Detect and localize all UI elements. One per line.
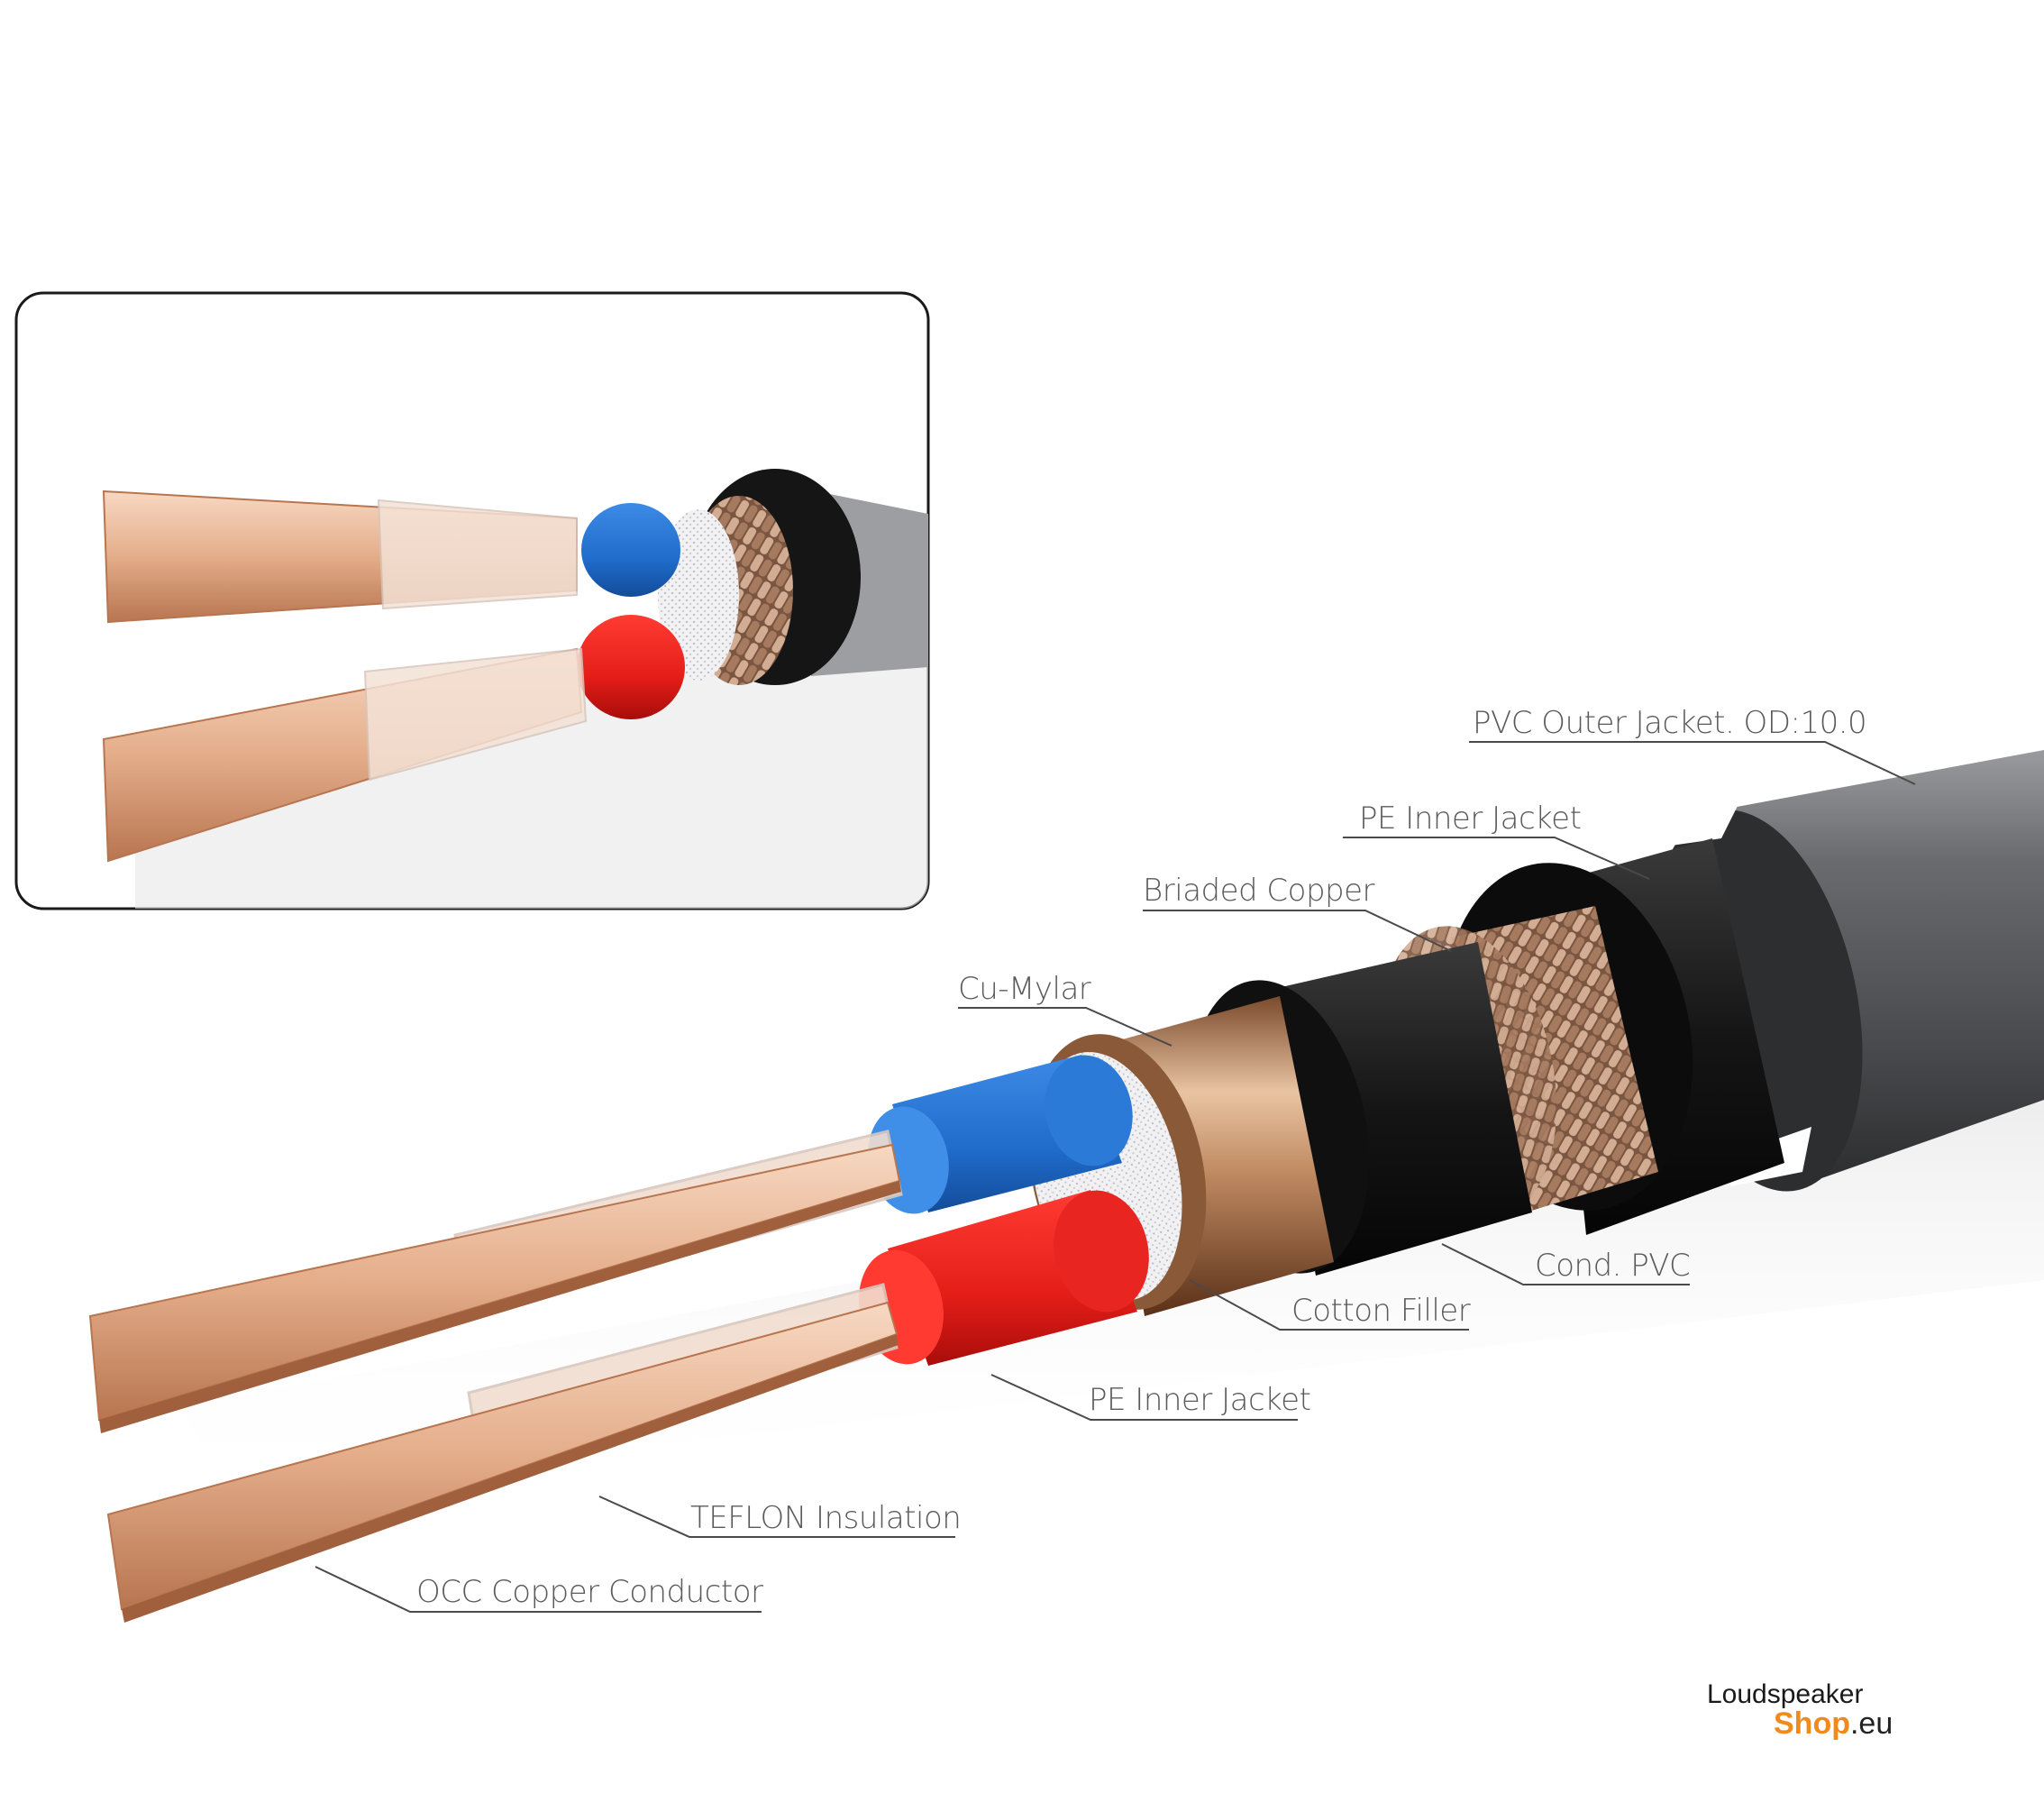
label-teflon-insulation: TEFLON Insulation xyxy=(690,1500,962,1536)
label-pe-inner-jacket-bottom: PE Inner Jacket xyxy=(1089,1382,1311,1418)
leader-cu-mylar xyxy=(958,1007,1173,1047)
label-cond-pvc: Cond. PVC xyxy=(1535,1248,1691,1284)
inset-teflon-lower xyxy=(363,647,588,782)
brand-line2: Shop.eu xyxy=(1774,1707,1893,1740)
label-cotton-filler: Cotton Filler xyxy=(1291,1293,1471,1329)
brand-line1: Loudspeaker xyxy=(1707,1679,1864,1709)
leader-cond-pvc xyxy=(1441,1243,1690,1285)
label-cu-mylar: Cu-Mylar xyxy=(958,971,1091,1007)
blue-jacket-end xyxy=(1045,1055,1133,1166)
main-cable xyxy=(88,750,2044,1623)
red-jacket-end xyxy=(1054,1190,1149,1313)
leader-teflon xyxy=(598,1496,955,1538)
leader-braided-copper xyxy=(1143,910,1452,952)
inset-teflon-upper xyxy=(377,499,578,610)
label-occ-copper-conductor: OCC Copper Conductor xyxy=(416,1574,763,1610)
brand-shop: Shop xyxy=(1774,1706,1850,1741)
outer-jacket-highlight xyxy=(1658,802,1739,847)
leader-pe-inner-bottom xyxy=(990,1374,1298,1421)
occ-conductor-upper-edge xyxy=(99,1181,901,1433)
leader-pe-inner-top xyxy=(1343,837,1650,880)
leader-cotton-filler xyxy=(1189,1279,1469,1331)
occ-conductor-lower-edge xyxy=(122,1334,899,1623)
label-outer-jacket: PVC Outer Jacket. OD:10.0 xyxy=(1473,705,1867,741)
leader-outer-jacket xyxy=(1469,741,1916,785)
leader-lines xyxy=(315,741,1916,1613)
inset-panel xyxy=(14,291,930,910)
inset-blue-end xyxy=(581,503,680,597)
label-pe-inner-jacket-top: PE Inner Jacket xyxy=(1359,800,1582,837)
label-braided-copper: Briaded Copper xyxy=(1143,873,1375,909)
leader-occ xyxy=(315,1566,762,1613)
brand-tld: .eu xyxy=(1849,1706,1893,1741)
brand-logo: Loudspeaker Shop.eu xyxy=(1707,1679,1893,1741)
inset-red-end xyxy=(577,615,685,719)
